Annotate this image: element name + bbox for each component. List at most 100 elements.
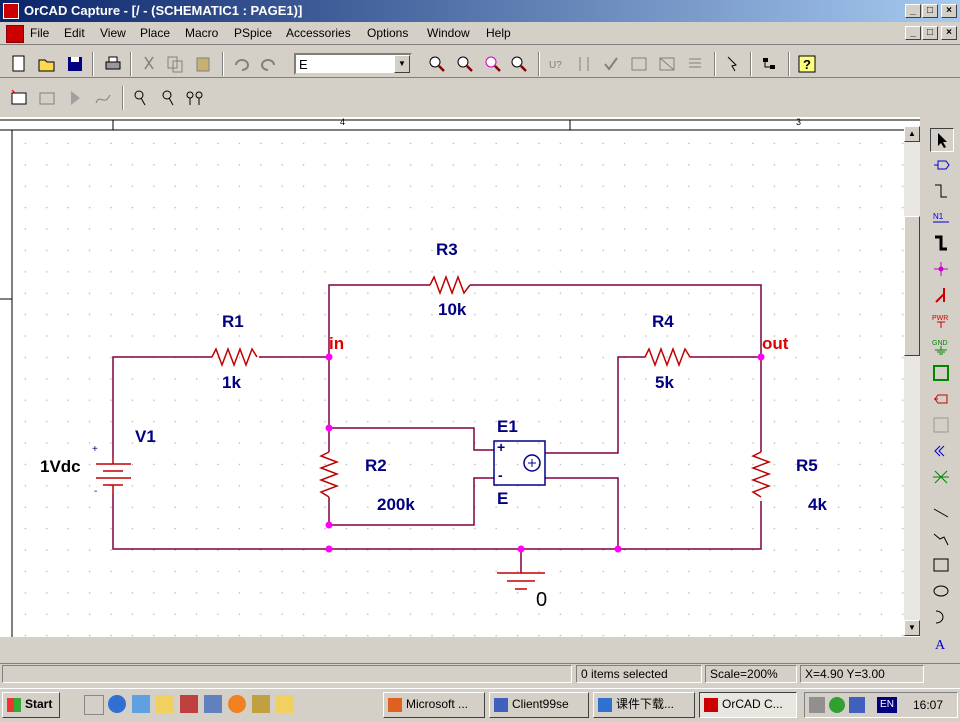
- help-icon[interactable]: ?: [796, 53, 818, 75]
- place-line-icon[interactable]: [930, 502, 954, 526]
- net-label-in[interactable]: in: [329, 334, 345, 353]
- back-annotate-icon[interactable]: [574, 53, 596, 75]
- r3-value[interactable]: 10k: [438, 300, 467, 319]
- cut-icon[interactable]: [138, 53, 160, 75]
- place-off-page-icon[interactable]: [930, 440, 954, 464]
- net-label-out[interactable]: out: [762, 334, 789, 353]
- volume-icon[interactable]: [809, 697, 825, 713]
- no-connect-icon[interactable]: [930, 466, 954, 490]
- quicklaunch-app4-icon[interactable]: [252, 695, 270, 713]
- v1-ref[interactable]: V1: [135, 427, 156, 446]
- r5-value[interactable]: 4k: [808, 495, 827, 514]
- place-port-icon[interactable]: [930, 388, 954, 412]
- close-button[interactable]: ×: [941, 4, 957, 18]
- place-arc-icon[interactable]: [930, 606, 954, 630]
- place-ellipse-icon[interactable]: [930, 580, 954, 604]
- r5-ref[interactable]: R5: [796, 456, 818, 475]
- schematic-canvas[interactable]: 4 3: [0, 117, 920, 637]
- place-ground-icon[interactable]: GND: [930, 336, 954, 360]
- folder2-icon[interactable]: [276, 695, 294, 713]
- place-junction-icon[interactable]: [930, 258, 954, 282]
- task-orcad[interactable]: OrCAD C...: [699, 692, 797, 718]
- bill-of-materials-icon[interactable]: [684, 53, 706, 75]
- project-manager-icon[interactable]: [758, 53, 780, 75]
- place-wire-icon[interactable]: [930, 180, 954, 204]
- place-rectangle-icon[interactable]: [930, 554, 954, 578]
- network-icon[interactable]: [849, 697, 865, 713]
- menu-help[interactable]: Help: [486, 26, 511, 40]
- menu-macro[interactable]: Macro: [185, 26, 219, 40]
- clock[interactable]: 16:07: [913, 698, 944, 712]
- zoom-out-icon[interactable]: [454, 53, 476, 75]
- netlist-icon[interactable]: [628, 53, 650, 75]
- maximize-button[interactable]: □: [922, 4, 938, 18]
- e1-name[interactable]: E: [497, 489, 509, 508]
- r1-value[interactable]: 1k: [222, 373, 241, 392]
- menu-options[interactable]: Options: [367, 26, 409, 40]
- doc-restore-button[interactable]: □: [922, 26, 938, 40]
- quicklaunch-app3-icon[interactable]: [204, 695, 222, 713]
- doc-minimize-button[interactable]: _: [905, 26, 921, 40]
- zoom-area-icon[interactable]: [482, 53, 504, 75]
- current-marker-icon[interactable]: [158, 87, 180, 109]
- edit-simulation-icon[interactable]: [36, 87, 58, 109]
- undo-icon[interactable]: [230, 53, 252, 75]
- cross-reference-icon[interactable]: [656, 53, 678, 75]
- chevron-down-icon[interactable]: ▼: [394, 55, 410, 73]
- redo-icon[interactable]: [258, 53, 280, 75]
- language-indicator[interactable]: EN: [877, 697, 897, 713]
- r1-ref[interactable]: R1: [222, 312, 244, 331]
- app-icon[interactable]: [3, 3, 19, 19]
- r2-ref[interactable]: R2: [365, 456, 387, 475]
- folder-icon[interactable]: [156, 695, 174, 713]
- place-bus-entry-icon[interactable]: [930, 284, 954, 308]
- r2-value[interactable]: 200k: [377, 495, 415, 514]
- menu-pspice[interactable]: PSpice: [234, 26, 273, 40]
- task-client99se[interactable]: Client99se: [489, 692, 589, 718]
- differential-marker-icon[interactable]: [184, 87, 206, 109]
- place-net-alias-icon[interactable]: N1: [930, 206, 954, 230]
- place-hierarchical-block-icon[interactable]: [930, 362, 954, 386]
- new-icon[interactable]: [8, 53, 30, 75]
- place-polyline-icon[interactable]: [930, 528, 954, 552]
- media-player-icon[interactable]: [228, 695, 246, 713]
- task-courseware[interactable]: 课件下载...: [593, 692, 695, 718]
- document-icon[interactable]: [6, 25, 24, 43]
- r4-ref[interactable]: R4: [652, 312, 674, 331]
- place-bus-icon[interactable]: [930, 232, 954, 256]
- e1-ref[interactable]: E1: [497, 417, 518, 436]
- copy-icon[interactable]: [164, 53, 186, 75]
- scroll-thumb[interactable]: [904, 216, 920, 356]
- snap-to-grid-icon[interactable]: [722, 53, 744, 75]
- menu-accessories[interactable]: Accessories: [286, 26, 351, 40]
- part-combo[interactable]: E ▼: [294, 53, 412, 75]
- open-icon[interactable]: [36, 53, 58, 75]
- r3-ref[interactable]: R3: [436, 240, 458, 259]
- zoom-all-icon[interactable]: [508, 53, 530, 75]
- annotate-icon[interactable]: U?: [546, 53, 568, 75]
- place-pin-icon[interactable]: [930, 414, 954, 438]
- place-text-icon[interactable]: A: [930, 632, 954, 656]
- scroll-down-icon[interactable]: ▼: [904, 620, 920, 636]
- tray-icon[interactable]: [829, 697, 845, 713]
- new-simulation-icon[interactable]: [8, 87, 30, 109]
- scroll-up-icon[interactable]: ▲: [904, 126, 920, 142]
- start-button[interactable]: Start: [2, 692, 60, 718]
- menu-window[interactable]: Window: [427, 26, 470, 40]
- doc-close-button[interactable]: ×: [941, 26, 957, 40]
- menu-edit[interactable]: Edit: [64, 26, 85, 40]
- zoom-in-icon[interactable]: [426, 53, 448, 75]
- voltage-marker-icon[interactable]: [130, 87, 152, 109]
- run-icon[interactable]: [64, 87, 86, 109]
- drc-icon[interactable]: [600, 53, 622, 75]
- internet-explorer-icon[interactable]: [108, 695, 126, 713]
- v1-value[interactable]: 1Vdc: [40, 457, 81, 476]
- select-icon[interactable]: [930, 128, 954, 152]
- view-results-icon[interactable]: [92, 87, 114, 109]
- ground-label[interactable]: 0: [536, 589, 548, 611]
- vertical-scrollbar[interactable]: ▲ ▼: [904, 126, 920, 636]
- place-power-icon[interactable]: PWR: [930, 310, 954, 334]
- minimize-button[interactable]: _: [905, 4, 921, 18]
- print-icon[interactable]: [102, 53, 124, 75]
- paste-icon[interactable]: [192, 53, 214, 75]
